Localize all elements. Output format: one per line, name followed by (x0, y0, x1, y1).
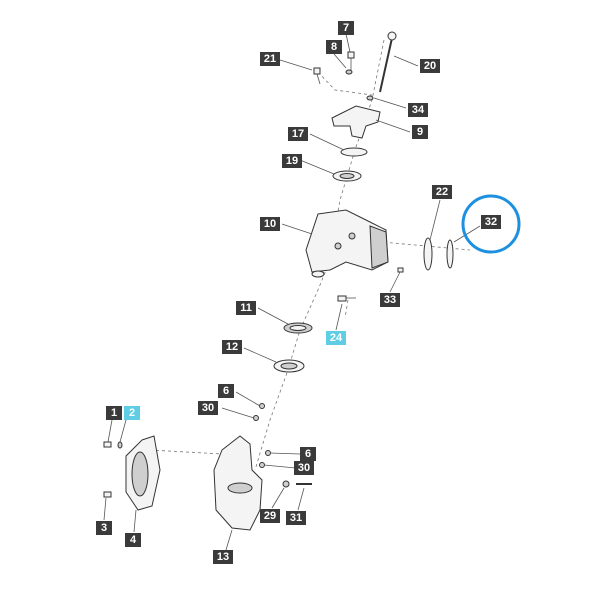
part-screw-21 (313, 67, 321, 85)
part-washer-34 (366, 95, 374, 101)
label-17-text: 17 (292, 128, 304, 140)
label-6-lower[interactable]: 6 (300, 447, 316, 461)
part-oring-32 (446, 239, 454, 269)
label-6-lower-text: 6 (305, 448, 311, 460)
label-9-text: 9 (417, 126, 423, 138)
label-13[interactable]: 13 (213, 550, 233, 564)
label-29[interactable]: 29 (260, 509, 280, 523)
label-17[interactable]: 17 (288, 127, 308, 141)
label-33[interactable]: 33 (380, 293, 400, 307)
label-2-text: 2 (129, 407, 135, 419)
part-screw-1 (103, 441, 112, 448)
part-bracket-9 (331, 105, 381, 139)
screw-axis-top (317, 71, 373, 96)
highlight-circle (461, 194, 521, 254)
label-24[interactable]: 24 (326, 331, 346, 345)
pin-axis (344, 299, 349, 319)
label-32-text: 32 (485, 216, 497, 228)
part-washer-8 (345, 69, 353, 75)
part-screw-7 (347, 51, 355, 70)
label-22-text: 22 (436, 186, 448, 198)
label-31[interactable]: 31 (286, 511, 306, 525)
part-bolt-6-lower (265, 450, 271, 456)
label-24-text: 24 (330, 332, 343, 344)
label-7[interactable]: 7 (338, 21, 354, 35)
label-30-upper-text: 30 (202, 402, 214, 414)
part-bolt-6-upper (259, 403, 265, 409)
label-12-text: 12 (226, 341, 238, 353)
part-washer-30-lower (259, 462, 265, 468)
label-12[interactable]: 12 (222, 340, 242, 354)
part-ring-17 (340, 147, 368, 157)
label-3-text: 3 (101, 522, 107, 534)
label-10-text: 10 (264, 218, 276, 230)
label-32[interactable]: 32 (481, 215, 501, 229)
leader-lines (103, 33, 481, 551)
label-21[interactable]: 21 (260, 52, 280, 66)
part-lower-housing-13 (213, 435, 263, 531)
part-pin-33 (397, 267, 404, 273)
label-4-text: 4 (130, 534, 137, 546)
label-8[interactable]: 8 (326, 40, 342, 54)
part-cover-4 (125, 435, 161, 511)
label-19[interactable]: 19 (282, 154, 302, 168)
part-seal-11 (283, 322, 313, 334)
label-33-text: 33 (384, 294, 396, 306)
part-labels: 7 8 21 20 34 9 17 19 22 32 10 33 11 24 1… (96, 21, 501, 564)
part-housing-10 (305, 209, 389, 278)
label-30-lower[interactable]: 30 (294, 461, 314, 475)
part-washer-2 (117, 441, 123, 449)
label-21-text: 21 (264, 53, 276, 65)
label-30-lower-text: 30 (298, 462, 310, 474)
label-34[interactable]: 34 (408, 103, 428, 117)
label-7-text: 7 (343, 22, 349, 34)
label-11-text: 11 (240, 302, 252, 314)
label-22[interactable]: 22 (432, 185, 452, 199)
part-screw-3 (103, 491, 112, 498)
label-30-upper[interactable]: 30 (198, 401, 218, 415)
label-8-text: 8 (331, 41, 337, 53)
label-6-upper[interactable]: 6 (218, 384, 234, 398)
label-3[interactable]: 3 (96, 521, 112, 535)
label-6-upper-text: 6 (223, 385, 229, 397)
label-13-text: 13 (217, 551, 229, 563)
part-bearing-19 (332, 170, 362, 182)
label-1-text: 1 (111, 407, 117, 419)
part-bearing-12 (273, 359, 305, 373)
label-1[interactable]: 1 (106, 406, 122, 420)
part-oring-22 (423, 237, 433, 271)
label-2[interactable]: 2 (124, 406, 140, 420)
label-4[interactable]: 4 (125, 533, 141, 547)
label-20[interactable]: 20 (420, 59, 440, 73)
part-rod-20 (379, 31, 397, 93)
part-washer-30-upper (253, 415, 259, 421)
label-20-text: 20 (424, 60, 436, 72)
part-nut-29 (282, 480, 290, 488)
label-31-text: 31 (290, 512, 302, 524)
label-29-text: 29 (264, 510, 276, 522)
label-9[interactable]: 9 (412, 125, 428, 139)
part-screw-24 (337, 295, 356, 302)
label-19-text: 19 (286, 155, 298, 167)
label-11[interactable]: 11 (236, 301, 256, 315)
label-34-text: 34 (412, 104, 425, 116)
label-10[interactable]: 10 (260, 217, 280, 231)
